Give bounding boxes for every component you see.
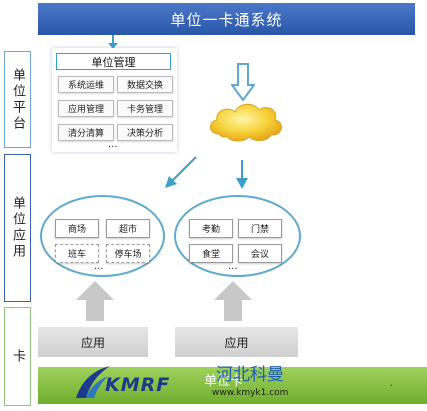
company-url: www.kmyk1.com bbox=[212, 388, 289, 398]
group-item: 食堂 bbox=[189, 244, 233, 263]
platform-cell: 应用管理 bbox=[58, 100, 114, 117]
company-name: 河北科曼 bbox=[216, 365, 284, 385]
group-item: 考勤 bbox=[189, 219, 233, 238]
company-logo-swoosh bbox=[76, 366, 110, 398]
group-item: 商场 bbox=[55, 219, 99, 238]
side-label-application: 单位应用 bbox=[4, 154, 31, 302]
platform-cell: 清分清算 bbox=[58, 124, 114, 141]
application-box: 应用 bbox=[175, 327, 298, 357]
card-band bbox=[38, 367, 427, 404]
group-item: 停车场 bbox=[106, 244, 150, 263]
side-label-card: 卡 bbox=[4, 307, 31, 406]
logo-wordmark: KMRF bbox=[105, 374, 171, 396]
system-title-banner: 单位一卡通系统 bbox=[38, 3, 415, 35]
up-arrow-left bbox=[76, 281, 114, 321]
platform-cell: 决策分析 bbox=[117, 124, 173, 141]
platform-cell: 系统运维 bbox=[58, 76, 114, 93]
platform-title: 单位管理 bbox=[56, 53, 171, 70]
group-item: 班车 bbox=[55, 244, 99, 263]
platform-cell: 数据交换 bbox=[117, 76, 173, 93]
group-item: 会议 bbox=[238, 244, 282, 263]
group-more: ... bbox=[228, 261, 238, 272]
cloud-to-left-arrow bbox=[165, 156, 197, 188]
header-arrow bbox=[108, 35, 118, 49]
cloud-icon bbox=[210, 103, 282, 142]
side-label-platform: 单位平台 bbox=[4, 51, 31, 148]
card-band-label: 单位卡 bbox=[204, 374, 244, 389]
cloud-to-right-arrow bbox=[236, 160, 248, 189]
platform-cell: 卡务管理 bbox=[117, 100, 173, 117]
application-box: 应用 bbox=[38, 327, 148, 357]
group-more: ... bbox=[94, 261, 104, 272]
group-item: 门禁 bbox=[238, 219, 282, 238]
group-item: 超市 bbox=[106, 219, 150, 238]
up-arrow-right bbox=[214, 281, 252, 321]
platform-more: ... bbox=[108, 139, 118, 150]
hollow-down-arrow bbox=[231, 63, 255, 101]
trailing-dot: . bbox=[390, 378, 394, 389]
